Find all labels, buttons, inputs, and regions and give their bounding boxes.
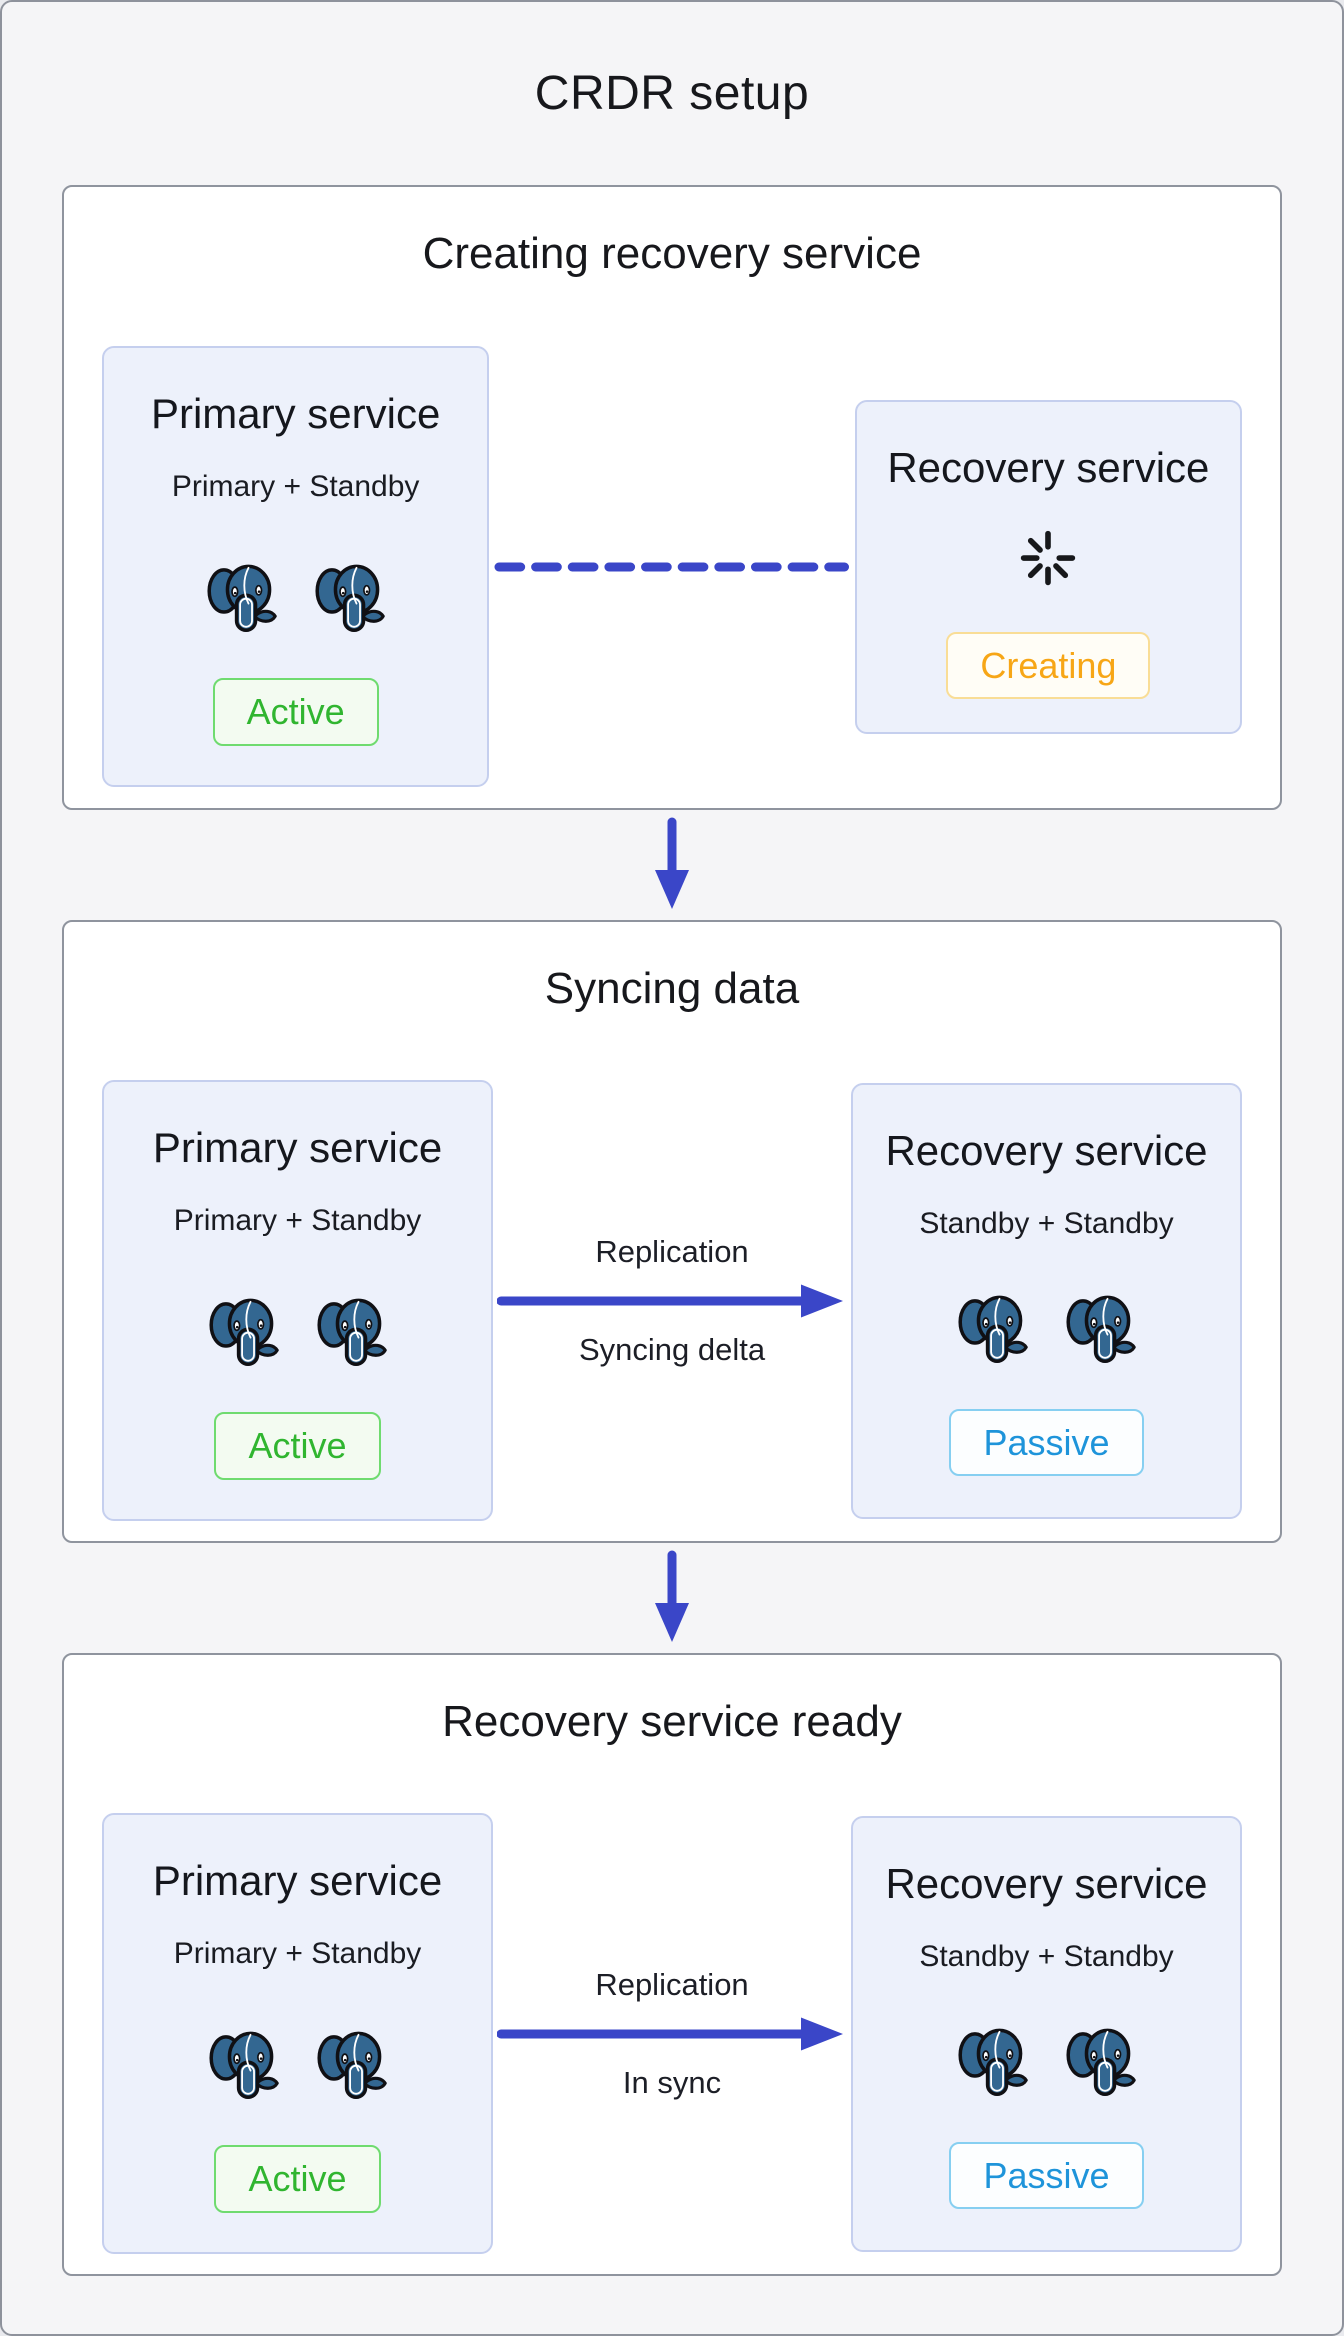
stage-syncing-data: Syncing data Primary service Primary + S… <box>62 920 1282 1543</box>
sync-state-label: In sync <box>622 2064 722 2100</box>
page-title-row: CRDR setup <box>2 2 1342 185</box>
arrow-right-icon <box>497 1284 843 1318</box>
arrow-right-icon <box>497 2017 843 2051</box>
connection-replication: Replication Syncing delta <box>493 1234 851 1368</box>
stage-title: Syncing data <box>544 964 800 1013</box>
postgres-elephant-icon <box>209 1299 279 1367</box>
connection-dashed <box>489 561 855 573</box>
postgres-elephant-icon <box>317 1299 387 1367</box>
replication-label: Replication <box>595 1966 749 2002</box>
status-badge: Active <box>214 2145 381 2213</box>
instance-icons-row <box>956 2024 1137 2100</box>
service-card-subtitle: Primary + Standby <box>173 1204 422 1238</box>
status-badge: Creating <box>946 631 1151 700</box>
stage-title: Creating recovery service <box>422 229 922 278</box>
loading-spinner-icon <box>1021 530 1076 586</box>
service-card-title: Recovery service <box>887 443 1210 491</box>
service-card-title: Primary service <box>152 1857 443 1905</box>
spinner-wrap <box>1018 528 1078 588</box>
postgres-elephant-icon <box>1066 1295 1136 1363</box>
instance-icons-row <box>956 1291 1137 1367</box>
postgres-elephant-icon <box>207 565 278 633</box>
service-card-title: Recovery service <box>885 1126 1208 1174</box>
stage-creating-recovery-service: Creating recovery service Primary servic… <box>62 185 1282 810</box>
instance-icons-row <box>205 560 386 636</box>
page-title: CRDR setup <box>534 67 810 120</box>
stage-body: Primary service Primary + Standby Active… <box>64 1749 1280 2274</box>
stage-recovery-service-ready: Recovery service ready Primary service P… <box>62 1653 1282 2276</box>
service-card-subtitle: Standby + Standby <box>919 1206 1174 1240</box>
stage-title: Recovery service ready <box>442 1697 902 1746</box>
status-badge: Passive <box>949 2141 1144 2210</box>
replication-label: Replication <box>595 1233 749 1269</box>
recovery-service-card: Recovery service Standby + Standby Passi… <box>851 1082 1242 1519</box>
service-card-title: Recovery service <box>885 1859 1208 1907</box>
postgres-elephant-icon <box>1066 2028 1136 2096</box>
postgres-elephant-icon <box>315 565 386 633</box>
postgres-elephant-icon <box>209 2032 279 2100</box>
service-card-subtitle: Standby + Standby <box>919 1939 1174 1973</box>
recovery-service-card: Recovery service Crea <box>854 399 1242 734</box>
service-card-subtitle: Primary + Standby <box>173 1937 422 1971</box>
service-card-title: Primary service <box>152 1124 443 1172</box>
primary-service-card: Primary service Primary + Standby Active <box>102 1080 493 1522</box>
connection-replication: Replication In sync <box>493 1967 851 2101</box>
status-badge: Active <box>212 678 379 746</box>
postgres-elephant-icon <box>317 2032 387 2100</box>
service-card-title: Primary service <box>150 390 441 438</box>
postgres-elephant-icon <box>958 1295 1028 1363</box>
primary-service-card: Primary service Primary + Standby Active <box>102 1813 493 2255</box>
arrow-down-icon <box>655 817 689 909</box>
sync-state-label: Syncing delta <box>578 1331 766 1367</box>
stage-body: Primary service Primary + Standby Active… <box>64 1016 1280 1541</box>
dashed-line <box>494 562 850 572</box>
service-card-subtitle: Primary + Standby <box>171 470 420 504</box>
arrow-down-icon <box>655 1550 689 1642</box>
instance-icons-row <box>207 2027 388 2103</box>
status-badge: Passive <box>949 1408 1144 1477</box>
instance-icons-row <box>207 1294 388 1370</box>
postgres-elephant-icon <box>958 2028 1028 2096</box>
status-badge: Active <box>214 1412 381 1480</box>
stage-transition-2 <box>2 1543 1342 1653</box>
stage-body: Primary service Primary + Standby Active… <box>64 281 1280 808</box>
recovery-service-card: Recovery service Standby + Standby Passi… <box>851 1815 1242 2252</box>
primary-service-card: Primary service Primary + Standby Active <box>102 346 490 788</box>
stage-transition-1 <box>2 810 1342 920</box>
